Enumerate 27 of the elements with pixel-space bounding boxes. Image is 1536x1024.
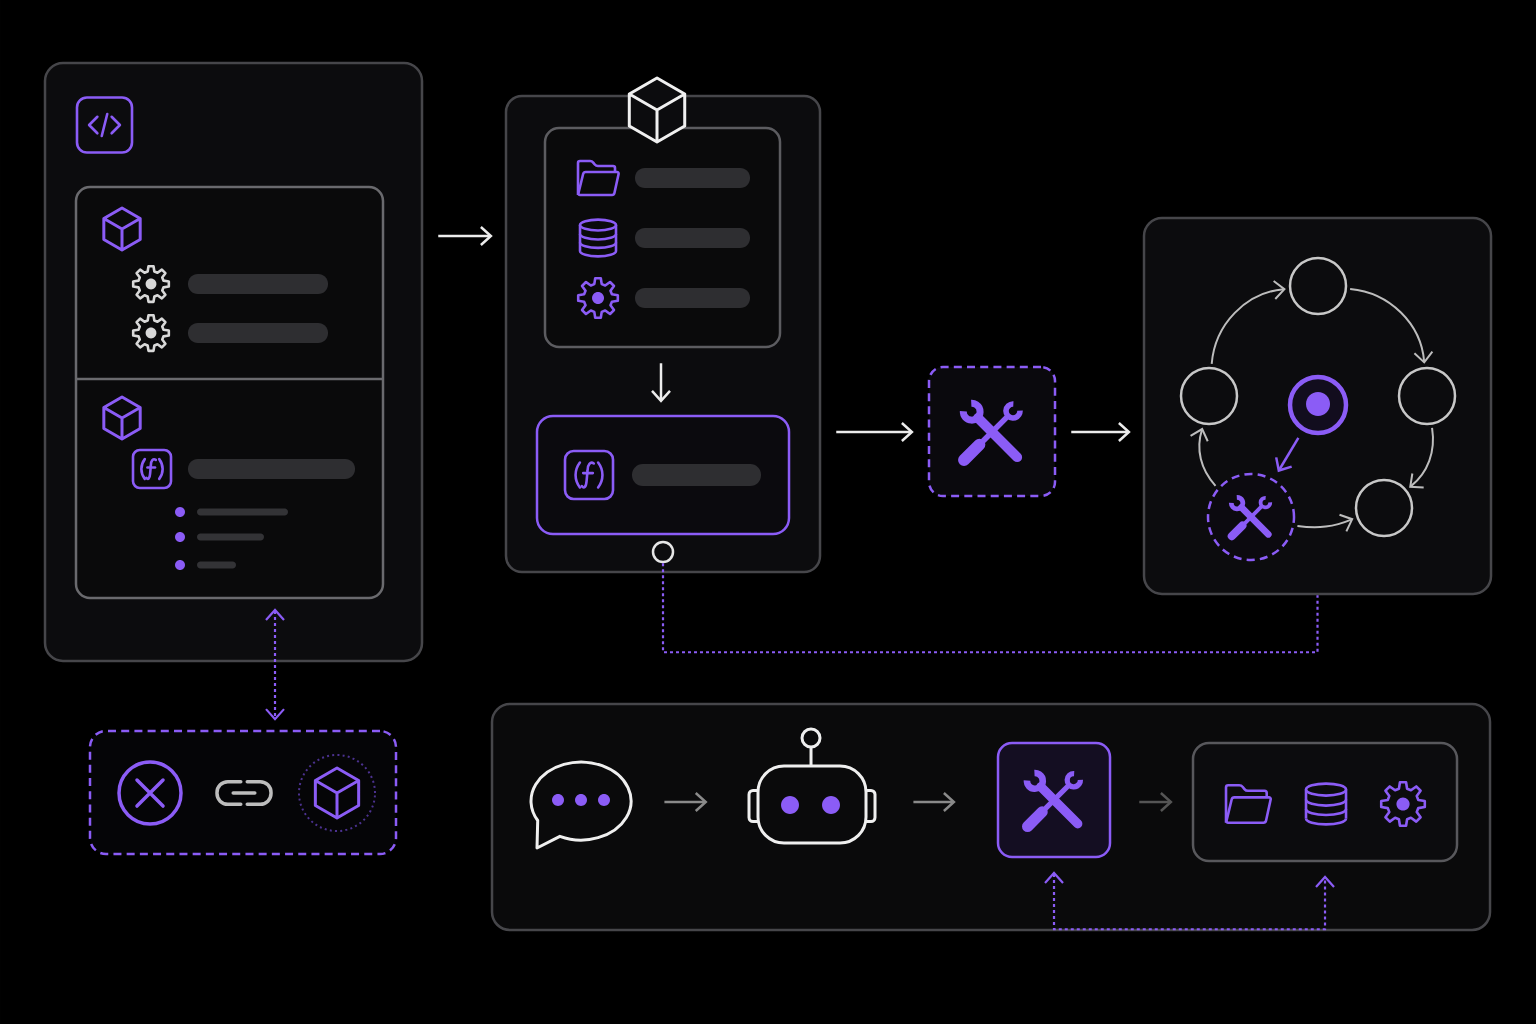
arrow (664, 792, 708, 812)
robot (747, 727, 877, 845)
ring-circle (1397, 366, 1457, 426)
arrow (913, 792, 956, 812)
arrow (438, 226, 493, 246)
chat-bubble (529, 760, 633, 850)
ring-circle (1179, 366, 1239, 426)
tool-box (927, 365, 1057, 498)
tool-circle (1206, 472, 1296, 562)
port-circle (651, 540, 675, 564)
arrow (1044, 871, 1335, 931)
arrow (1210, 280, 1286, 365)
ring-circle (1354, 478, 1414, 538)
arrow (1349, 287, 1434, 364)
arrow (1139, 792, 1173, 812)
arrow (1189, 427, 1217, 487)
arrow (1274, 437, 1300, 473)
arrow (1409, 426, 1434, 489)
arrow (265, 608, 285, 721)
arrow (1071, 422, 1131, 442)
arrow (651, 363, 671, 403)
ring-circle (1288, 256, 1348, 316)
arrow (836, 422, 914, 442)
resource-box (1191, 741, 1459, 863)
arrow (1296, 513, 1354, 533)
tool-box (996, 741, 1112, 859)
dashed-frame (88, 729, 398, 856)
